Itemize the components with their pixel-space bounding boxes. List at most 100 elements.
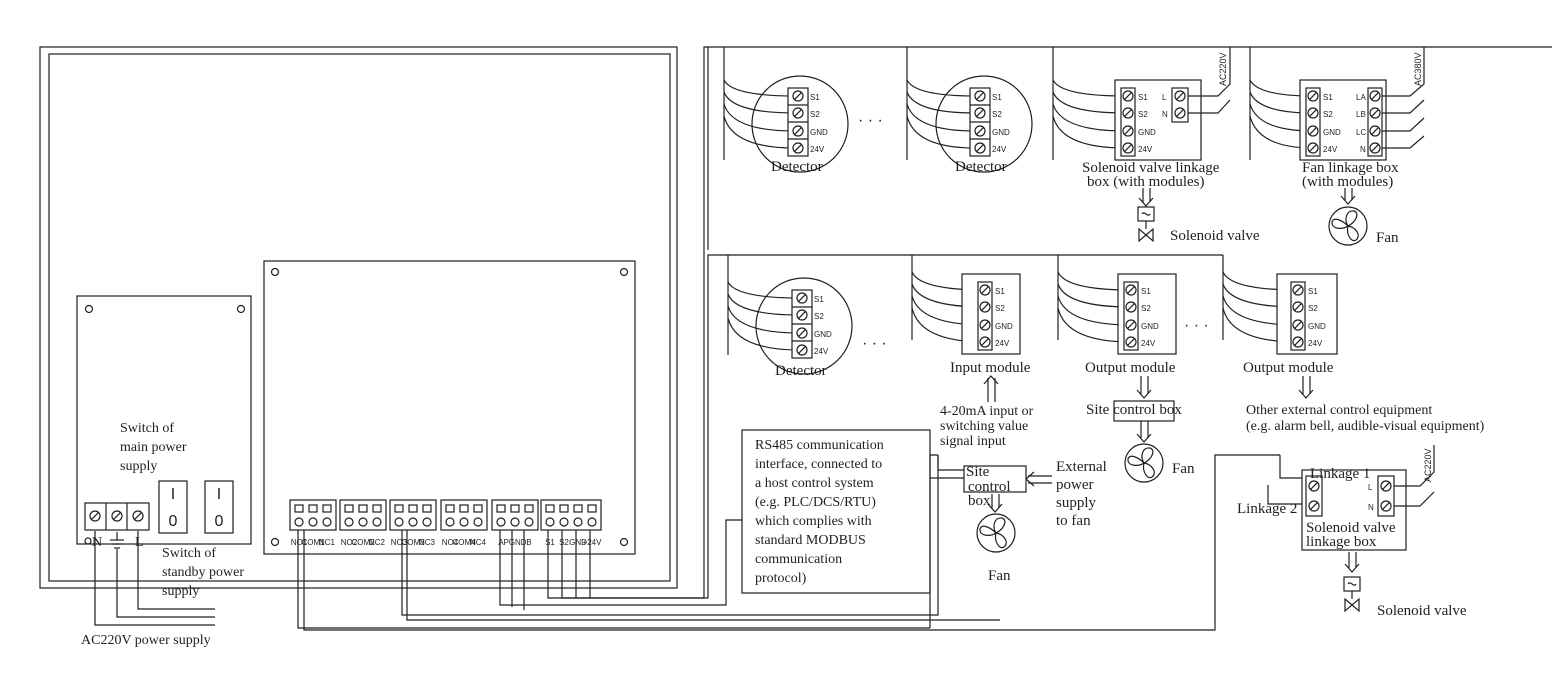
- fb1-24v: 24V: [1323, 145, 1338, 154]
- external-supply-1: External: [1056, 459, 1107, 475]
- sv2-label-1: Solenoid valve: [1306, 520, 1396, 536]
- sv1-ac220v: AC220V: [1218, 52, 1228, 86]
- external-supply-3: supply: [1056, 495, 1097, 511]
- detector-1a-label: Detector: [771, 159, 823, 175]
- om2-24v: 24V: [1308, 339, 1323, 348]
- relay-terminal-label: NO3: [391, 538, 408, 547]
- input-signal-2: switching value: [940, 419, 1028, 434]
- relay-terminal-slot: [587, 504, 597, 513]
- sv1-valve-label: Solenoid valve: [1170, 228, 1260, 244]
- sv2-ac220v: AC220V: [1423, 448, 1433, 482]
- relay-terminal-slot: [445, 504, 455, 513]
- rs485-note: RS485 communication interface, connected…: [741, 429, 931, 594]
- sv1-24v: 24V: [1138, 145, 1153, 154]
- power-terminal-block: [84, 502, 150, 531]
- main-power-switch[interactable]: I 0: [158, 480, 188, 534]
- im-s2: S2: [995, 304, 1005, 313]
- relay-terminal-slot: [573, 504, 583, 513]
- sv1-n: N: [1162, 110, 1168, 119]
- site-box-2-fan-label: Fan: [988, 568, 1011, 584]
- sv1-label-1: Solenoid valve linkage: [1082, 160, 1220, 176]
- relay-terminal-slot: [510, 504, 520, 513]
- relay-terminal-screw: [510, 517, 520, 527]
- relay-terminal-label: B: [526, 538, 531, 547]
- relay-terminal-slot: [496, 504, 506, 513]
- relay-terminal-slot: [422, 504, 432, 513]
- detector-1a: S1 S2 GND 24V Detector: [751, 75, 849, 175]
- relay-terminal-screw: [294, 517, 304, 527]
- detector-2a: S1 S2 GND 24V Detector: [755, 277, 853, 379]
- terminal-n-label: N: [92, 535, 102, 550]
- im-24v: 24V: [995, 339, 1010, 348]
- relay-terminal-label: COM2: [351, 538, 375, 547]
- d2a-24v: 24V: [814, 347, 829, 356]
- relay-terminal-screw: [372, 517, 382, 527]
- solenoid-valve-icon-2: [1343, 576, 1361, 612]
- om2-gnd: GND: [1308, 322, 1326, 331]
- relay-terminal-label: +24V: [583, 538, 603, 547]
- solenoid-linkage-box-2: L N AC220V Linkage 1 Linkage 2 Solenoid …: [1237, 445, 1467, 619]
- relay-terminal-screw: [394, 517, 404, 527]
- rs485-block: [491, 499, 539, 531]
- rs485-line-7: communication: [755, 552, 842, 567]
- switch-main-label-3: supply: [120, 459, 157, 474]
- d1b-s2: S2: [992, 110, 1002, 119]
- om2-s2: S2: [1308, 304, 1318, 313]
- relay-terminal-slot: [372, 504, 382, 513]
- relay-terminal-screw: [559, 517, 569, 527]
- relay-terminal-label: PGND: [503, 538, 526, 547]
- relay-terminal-label: NC1: [319, 538, 336, 547]
- sv1-label-2: box (with modules): [1087, 174, 1205, 190]
- linkage-2-label: Linkage 2: [1237, 501, 1297, 517]
- relay-terminal-screw: [496, 517, 506, 527]
- switch-standby-label-2: standby power: [162, 565, 244, 580]
- rs485-line-3: a host control system: [755, 476, 874, 491]
- relay-terminal-screw: [473, 517, 483, 527]
- relay-terminal-screw: [322, 517, 332, 527]
- om1-s2: S2: [1141, 304, 1151, 313]
- bus-block: [540, 499, 602, 531]
- other-equipment-1: Other external control equipment: [1246, 403, 1432, 418]
- relay-terminal-label: NO2: [341, 538, 358, 547]
- om2-s1: S1: [1308, 287, 1318, 296]
- switch-main-off: 0: [169, 513, 178, 530]
- switch-standby-off: 0: [215, 513, 224, 530]
- sv2-l: L: [1368, 483, 1373, 492]
- other-equipment-2: (e.g. alarm bell, audible-visual equipme…: [1246, 419, 1485, 434]
- relay-terminal-label: NC3: [419, 538, 436, 547]
- bus2-ellipsis: · · ·: [862, 335, 887, 352]
- relay-terminal-slot: [394, 504, 404, 513]
- standby-power-switch[interactable]: I 0: [204, 480, 234, 534]
- relay4-block: [440, 499, 488, 531]
- relay-terminal-screw: [408, 517, 418, 527]
- relay2-block: [339, 499, 387, 531]
- rs485-line-8: protocol): [755, 571, 807, 586]
- relay-terminal-slot: [322, 504, 332, 513]
- relay3-block: [389, 499, 437, 531]
- fb1-s2: S2: [1323, 110, 1333, 119]
- fb1-lc: LC: [1356, 128, 1366, 137]
- input-signal-1: 4-20mA input or: [940, 404, 1034, 419]
- d1a-gnd: GND: [810, 128, 828, 137]
- relay-terminal-slot: [545, 504, 555, 513]
- detector-1b-label: Detector: [955, 159, 1007, 175]
- rs485-line-5: which complies with: [755, 514, 872, 529]
- relay-terminal-slot: [524, 504, 534, 513]
- linkage-1-label: Linkage 1: [1310, 466, 1370, 482]
- fan-linkage-box-1: S1 S2 GND 24V LA LB LC N AC380V Fan link…: [1299, 47, 1425, 246]
- fan-icon-1: [1328, 206, 1368, 246]
- fb1-gnd: GND: [1323, 128, 1341, 137]
- relay-terminal-label: S2: [559, 538, 569, 547]
- relay1-block: [289, 499, 337, 531]
- relay-terminal-label: COM4: [452, 538, 476, 547]
- om1-24v: 24V: [1141, 339, 1156, 348]
- relay-terminal-screw: [358, 517, 368, 527]
- d1b-s1: S1: [992, 93, 1002, 102]
- d2a-gnd: GND: [814, 330, 832, 339]
- fb1-s1: S1: [1323, 93, 1333, 102]
- input-module: S1 S2 GND 24V Input module 4-20mA input …: [940, 273, 1034, 449]
- output-module-2: S1 S2 GND 24V Output module Other extern…: [1243, 273, 1485, 434]
- terminal-l-label: L: [135, 535, 144, 550]
- relay-terminal-screw: [422, 517, 432, 527]
- detector-1b: S1 S2 GND 24V Detector: [935, 75, 1033, 175]
